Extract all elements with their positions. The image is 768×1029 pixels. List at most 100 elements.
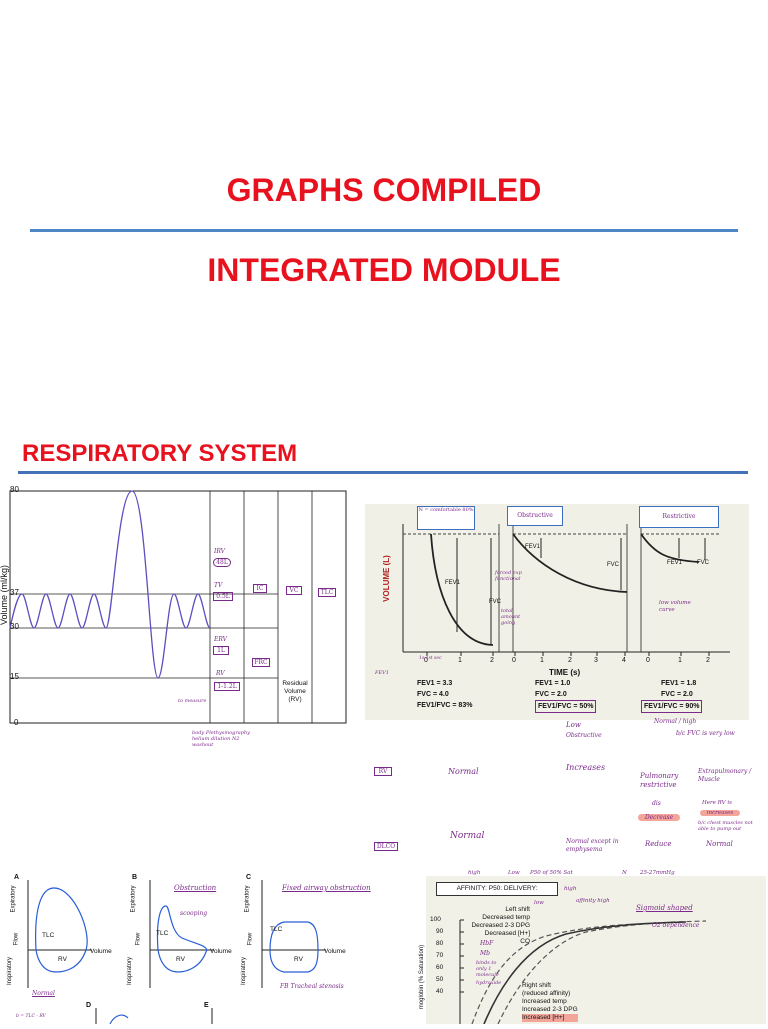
dlco-reduce: Reduce <box>645 840 672 848</box>
right-shift-item: Increased [H+] <box>522 1014 578 1022</box>
tick-0: 0 <box>14 718 19 727</box>
note-normal-loop: Normal <box>32 990 55 997</box>
note-affinity-high: affinity high <box>576 898 610 904</box>
note-tv-val: 0.5L <box>213 592 233 601</box>
note-obstructive: Obstructive <box>566 732 602 739</box>
note-low-2: low <box>534 900 544 906</box>
label-fev1: FEV1 <box>667 560 683 566</box>
label-fvc: FVC <box>697 560 709 566</box>
curve-normal <box>430 533 494 646</box>
note-fvc-low: b/c FVC is very low <box>676 730 735 737</box>
left-shift-item: Decreased 2-3 DPG <box>471 922 530 929</box>
tick-30: 30 <box>10 622 19 631</box>
label-tlc: TLC <box>270 926 283 933</box>
panel-letter-b: B <box>132 874 138 881</box>
obstructive-fev1: FEV1 = 1.0 <box>535 680 571 687</box>
normal-fev1: FEV1 = 3.3 <box>417 680 453 687</box>
label-volume: Volume <box>90 948 112 955</box>
note-irv-val: 48L <box>213 558 231 567</box>
rv-extrapulmonary: Extrapulmonary / Muscle <box>698 768 752 783</box>
label-expiratory: Expiratory <box>244 885 251 913</box>
xtick: 2 <box>706 657 710 664</box>
label-tlc: TLC <box>156 930 169 937</box>
odc-ylabel: moglobin (% Saturation) <box>419 944 426 1010</box>
normal-fvc: FVC = 4.0 <box>417 691 449 698</box>
note-erv: ERV <box>214 636 228 643</box>
note-1st-sec: 1s 1st sec <box>419 656 442 661</box>
spiro-xlabel: TIME (s) <box>549 668 581 677</box>
spirometry-svg <box>402 524 730 656</box>
note-tracheal-stenosis: FB Tracheal stenosis <box>280 983 344 990</box>
xtick: 1 <box>678 657 682 664</box>
note-tlc: TLC <box>318 588 336 597</box>
xtick: 4 <box>622 657 626 664</box>
xtick: 2 <box>568 657 572 664</box>
rv-here: Here RV is <box>702 800 732 806</box>
left-shift-item: CO <box>520 938 530 945</box>
note-vc: VC <box>286 586 302 595</box>
panel-letter-a: A <box>14 874 20 881</box>
note-irv: IRV <box>214 548 226 555</box>
label-flow: Flow <box>13 932 20 946</box>
tick-80: 80 <box>10 485 19 494</box>
tag-normal: N = comfortable 80% <box>417 506 475 530</box>
title-integrated-module: INTEGRATED MODULE <box>207 252 561 288</box>
note-high: high <box>468 870 481 876</box>
right-shift-list: Right shift (reduced affinity) Increased… <box>522 982 578 1022</box>
xtick: 3 <box>594 657 598 664</box>
normal-ratio: FEV1/FVC = 83% <box>417 702 473 709</box>
left-shift-item: Decreased temp <box>482 914 530 921</box>
note-scooping: scooping <box>180 910 208 917</box>
note-total-amount: total amount going <box>501 608 521 626</box>
affinity-heading: AFFINITY: P50: DELIVERY: <box>436 882 558 896</box>
ytick: 70 <box>436 952 444 959</box>
note-ic: IC <box>253 584 267 593</box>
note-rv: RV <box>216 670 225 677</box>
lung-volume-svg <box>9 490 347 724</box>
restrictive-fev1: FEV1 = 1.8 <box>661 680 697 687</box>
label-volume: Volume <box>210 948 232 955</box>
note-o2-dependence: O2 dependence <box>652 922 700 929</box>
note-body-pleth: body Plethysmography helium dilution N2 … <box>192 730 250 748</box>
right-shift-item: (reduced affinity) <box>522 990 571 997</box>
right-shift-item: Right shift <box>522 982 551 989</box>
right-shift-item: Increased temp <box>522 998 567 1005</box>
note-to-measure: to measure <box>178 698 207 704</box>
spirogram-curve <box>9 490 211 679</box>
lung-ylabel: Volume (ml/kg) <box>0 564 10 626</box>
xtick: 0 <box>512 657 516 664</box>
xtick: 0 <box>424 657 428 664</box>
section-heading: RESPIRATORY SYSTEM <box>22 440 298 467</box>
note-rv-box: RV <box>374 767 392 776</box>
dlco-normal: Normal <box>450 831 485 841</box>
oxygen-curve-figure: AFFINITY: P50: DELIVERY: high Low P50 of… <box>419 870 766 1025</box>
values-normal: FEV1 = 3.3 FVC = 4.0 FEV1/FVC = 83% <box>417 678 472 711</box>
note-mb: Mb <box>480 950 490 957</box>
note-forced-exp: forced exp functional <box>495 570 522 582</box>
note-normal-high: Normal / high <box>654 718 697 725</box>
rv-increases-highlight: increases <box>700 810 740 816</box>
label-rv: RV <box>58 956 67 963</box>
curve-normal-odc <box>483 921 687 1025</box>
note-tv: TV <box>214 582 223 589</box>
tick-15: 15 <box>10 672 19 681</box>
label-inspiratory: Inspiratory <box>7 956 14 986</box>
tick-37: 37 <box>10 588 19 597</box>
dlco-emphysema: Normal except in emphysema <box>566 838 619 853</box>
label-expiratory: Expiratory <box>10 885 17 913</box>
rv-chest-muscle: b/c chest muscles not able to pump out <box>698 820 753 832</box>
label-flow: Flow <box>135 932 142 946</box>
note-binds-once: binds to only 1 molecule <box>476 960 499 978</box>
xtick: 1 <box>540 657 544 664</box>
rv-pulmonary-restrictive: Pulmonary restrictive <box>640 772 679 789</box>
ytick: 50 <box>436 976 444 983</box>
xtick: 2 <box>490 657 494 664</box>
label-inspiratory: Inspiratory <box>127 956 134 986</box>
xtick: 0 <box>646 657 650 664</box>
lung-volume-figure: Volume (ml/kg) 80 37 30 15 0 Residual Vo… <box>0 480 360 730</box>
left-shift-item: Left shift <box>505 906 530 913</box>
note-low-volume: low volume curve <box>659 600 691 613</box>
title-divider <box>30 229 738 232</box>
panel-letter-e: E <box>204 1002 209 1009</box>
note-hydroxide: hydroxide <box>476 980 502 986</box>
